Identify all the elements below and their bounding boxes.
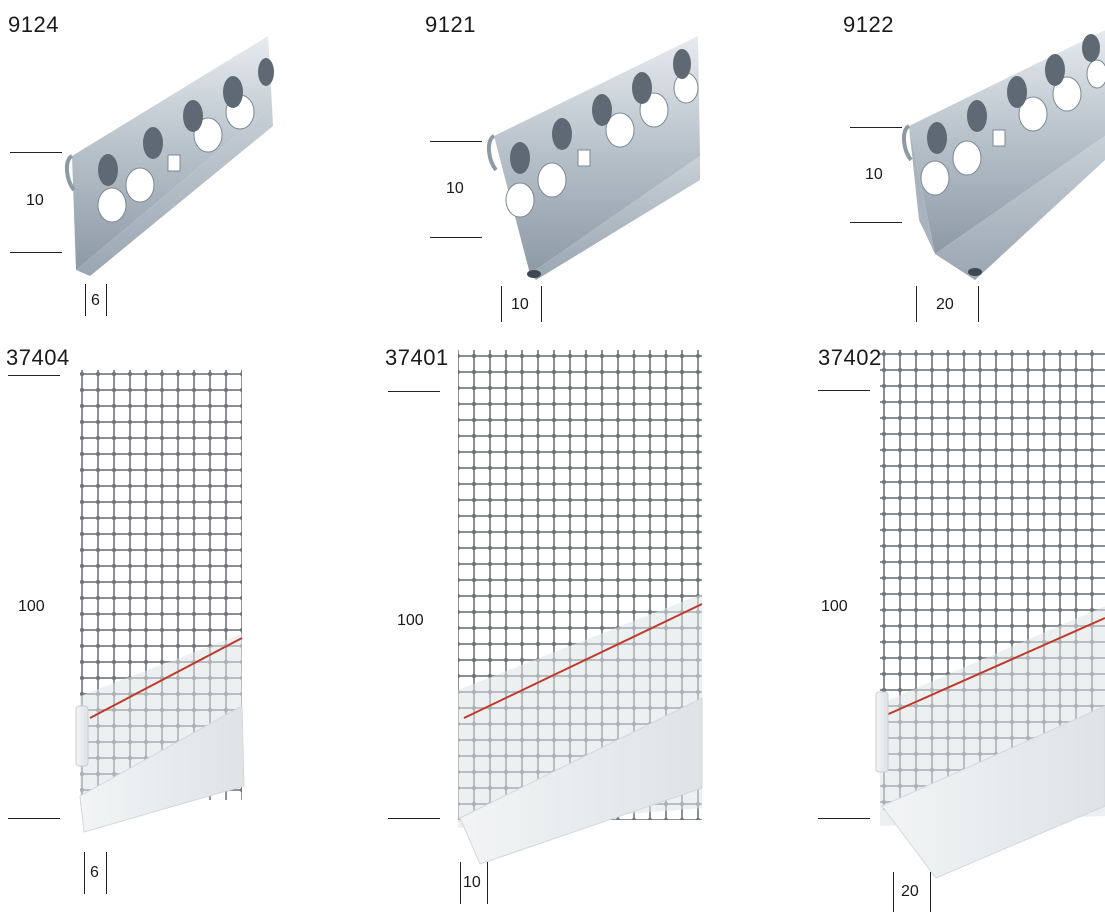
mesh-profile-image (875, 350, 1105, 879)
mesh-profile-image (458, 350, 703, 865)
dimension-line-top (430, 141, 482, 142)
dimension-line-bottom (8, 818, 60, 819)
depth-line-left (84, 852, 85, 894)
depth-line-left (460, 862, 461, 904)
depth-line-right (978, 286, 979, 322)
depth-line-left (501, 286, 502, 322)
dimension-line-top (8, 375, 60, 376)
dimension-line-top (388, 391, 440, 392)
depth-label: 6 (90, 864, 99, 881)
product-code: 9121 (425, 12, 476, 37)
depth-label: 6 (91, 292, 100, 309)
depth-line-right (106, 284, 107, 316)
product-code: 37404 (6, 345, 70, 370)
depth-line-right (487, 862, 488, 904)
depth-line-left (85, 284, 86, 316)
depth-line-right (541, 286, 542, 322)
dimension-line-bottom (850, 222, 902, 223)
depth-line-left (893, 872, 894, 912)
height-label: 100 (397, 612, 424, 629)
height-label: 10 (865, 166, 883, 183)
depth-label: 20 (901, 883, 919, 900)
height-label: 10 (26, 192, 44, 209)
depth-line-right (106, 852, 107, 894)
dimension-line-bottom (388, 818, 440, 819)
dimension-line-bottom (818, 818, 870, 819)
dimension-line-top (818, 390, 870, 391)
product-code: 9122 (843, 12, 894, 37)
depth-line-right (930, 872, 931, 912)
dimension-line-bottom (10, 252, 62, 253)
dimension-line-bottom (430, 237, 482, 238)
depth-label: 10 (511, 296, 529, 313)
mesh-profile-image (75, 370, 245, 833)
depth-line-left (916, 286, 917, 322)
dimension-line-top (10, 152, 62, 153)
product-code: 37401 (385, 345, 449, 370)
height-label: 100 (18, 598, 45, 615)
dimension-line-top (850, 127, 902, 128)
profile-image (487, 36, 700, 280)
profile-image (902, 30, 1105, 280)
depth-label: 10 (463, 874, 481, 891)
height-label: 10 (446, 180, 464, 197)
product-code: 9124 (8, 12, 59, 37)
height-label: 100 (821, 598, 848, 615)
product-code: 37402 (818, 345, 882, 370)
depth-label: 20 (936, 296, 954, 313)
profile-image (65, 36, 274, 276)
